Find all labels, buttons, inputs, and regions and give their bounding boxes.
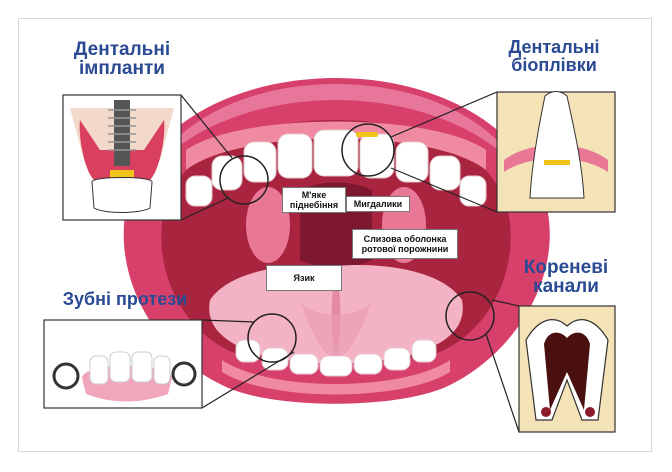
plaque-mark	[356, 132, 378, 137]
root-canal-tooth-icon	[519, 306, 615, 432]
label-mucosa: Слизова оболонка ротової порожнини	[352, 229, 458, 259]
implant-icon	[63, 95, 181, 220]
title-dentures: Зубні протези	[44, 290, 206, 308]
label-tonsils: Мигдалики	[346, 196, 410, 212]
denture-icon	[44, 320, 202, 408]
plaque-tooth-icon	[497, 92, 615, 213]
title-root-canals: Кореневі канали	[510, 258, 622, 296]
label-soft-palate: М'яке піднебіння	[282, 187, 346, 213]
label-tongue: Язик	[266, 265, 342, 291]
title-biofilms: Дентальні біоплівки	[494, 38, 614, 74]
title-implants: Дентальні імпланти	[62, 40, 182, 78]
